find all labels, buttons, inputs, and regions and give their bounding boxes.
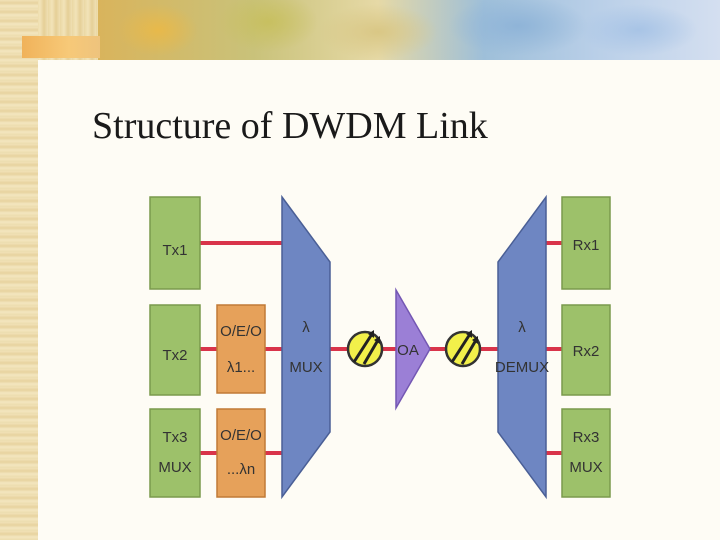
optical-amplifier: OA bbox=[395, 287, 431, 411]
tx3-sublabel: MUX bbox=[158, 459, 191, 476]
tx1-label: Tx1 bbox=[162, 242, 187, 259]
mux-block: λ MUX bbox=[281, 194, 331, 500]
tx3-label: Tx3 bbox=[162, 429, 187, 446]
connector-right-icon bbox=[444, 330, 482, 368]
oeo2-label: O/E/O bbox=[220, 427, 262, 444]
rx1-label: Rx1 bbox=[573, 237, 600, 254]
rx2-label: Rx2 bbox=[573, 343, 600, 360]
tx-boxes: Tx1 Tx2 Tx3 MUX bbox=[149, 196, 201, 498]
rx1-box bbox=[561, 196, 611, 290]
decorative-orange-bar bbox=[22, 36, 100, 58]
oeo1-sublabel: λ1... bbox=[227, 359, 255, 376]
demux-block: λ DEMUX bbox=[495, 194, 549, 500]
oeo-boxes: O/E/O λ1... O/E/O ...λn bbox=[216, 304, 266, 498]
mux-trapezoid bbox=[281, 194, 331, 500]
demux-label: DEMUX bbox=[495, 359, 549, 376]
rx-boxes: Rx1 Rx2 Rx3 MUX bbox=[561, 196, 611, 498]
decorative-paper-left bbox=[0, 0, 38, 540]
tx1-box bbox=[149, 196, 201, 290]
decorative-flower-banner bbox=[98, 0, 720, 60]
connector-left-icon bbox=[346, 330, 384, 368]
oeo1-box bbox=[216, 304, 266, 394]
rx3-label: Rx3 bbox=[573, 429, 600, 446]
oeo1-label: O/E/O bbox=[220, 323, 262, 340]
rx2-box bbox=[561, 304, 611, 396]
mux-label: MUX bbox=[289, 359, 322, 376]
tx3-box bbox=[149, 408, 201, 498]
fiber-connectors bbox=[346, 330, 482, 368]
rx3-box bbox=[561, 408, 611, 498]
demux-symbol: λ bbox=[518, 319, 526, 336]
rx3-sublabel: MUX bbox=[569, 459, 602, 476]
amplifier-triangle bbox=[395, 287, 431, 411]
tx2-box bbox=[149, 304, 201, 396]
slide-title: Structure of DWDM Link bbox=[92, 105, 488, 147]
amplifier-label: OA bbox=[397, 342, 419, 359]
demux-trapezoid bbox=[497, 194, 547, 500]
mux-symbol: λ bbox=[302, 319, 310, 336]
oeo2-box bbox=[216, 408, 266, 498]
tx2-label: Tx2 bbox=[162, 347, 187, 364]
oeo2-sublabel: ...λn bbox=[227, 461, 255, 478]
